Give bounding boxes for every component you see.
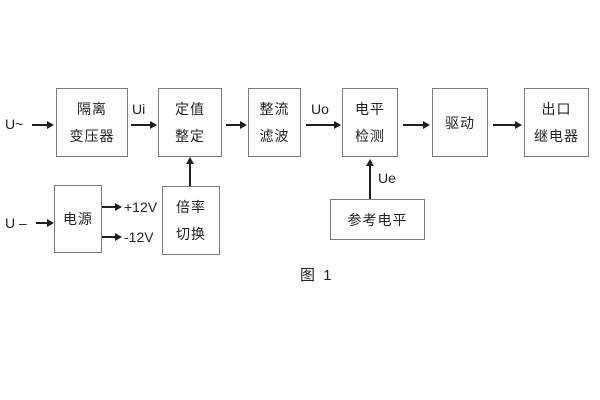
block-label: 电源 [63, 211, 93, 227]
block-setting-adjustment: 定值 整定 [158, 88, 222, 157]
figure-caption: 图 1 [300, 267, 334, 284]
block-label: 电平 [355, 101, 385, 117]
block-output-relay: 出口 继电器 [524, 88, 589, 157]
block-rectifier-filter: 整流 滤波 [248, 88, 301, 157]
block-ratio-switch: 倍率 切换 [162, 186, 220, 255]
block-label: 检测 [355, 128, 385, 144]
block-label: 倍率 [176, 199, 206, 215]
block-label: 整流 [259, 101, 290, 117]
block-label: 滤波 [259, 128, 290, 144]
block-isolation-transformer: 隔离 变压器 [56, 88, 128, 157]
rail-label-minus12v: -12V [124, 229, 154, 245]
block-reference-level: 参考电平 [330, 199, 425, 240]
block-level-detection: 电平 检测 [342, 88, 398, 157]
block-label: 定值 [175, 101, 205, 117]
block-driver: 驱动 [432, 88, 488, 157]
block-label: 参考电平 [347, 211, 408, 228]
block-label: 隔离 [77, 101, 107, 117]
ac-input-label: U~ [5, 116, 24, 132]
block-label: 切换 [176, 226, 206, 242]
signal-label-ui: Ui [132, 101, 146, 117]
dc-input-label: U – [5, 215, 27, 231]
signal-label-uo: Uo [311, 101, 329, 117]
block-label: 驱动 [445, 114, 475, 131]
signal-label-ue: Ue [378, 170, 396, 186]
block-label: 变压器 [69, 128, 115, 144]
block-label: 继电器 [534, 128, 579, 144]
block-power-supply: 电源 [54, 185, 102, 253]
block-label: 出口 [541, 101, 572, 117]
rail-label-plus12v: +12V [124, 199, 158, 215]
block-label: 整定 [175, 128, 205, 144]
